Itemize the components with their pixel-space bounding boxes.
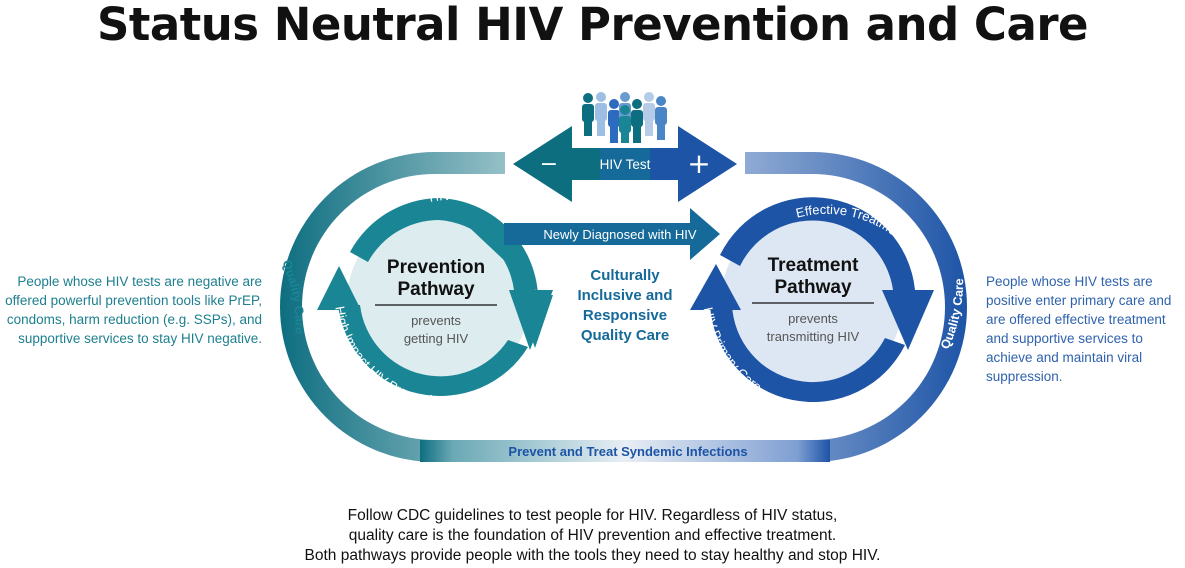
footer-line-2: quality care is the foundation of HIV pr… (348, 527, 837, 544)
bottom-band-label: Prevent and Treat Syndemic Infections (508, 444, 747, 459)
footer-line-1: Follow CDC guidelines to test people for… (347, 507, 838, 524)
hiv-test-label: HIV Test (600, 157, 651, 172)
arrow-icon (690, 264, 741, 310)
newly-diagnosed-arrow: Newly Diagnosed with HIV (504, 208, 720, 260)
newly-diagnosed-label: Newly Diagnosed with HIV (543, 227, 697, 242)
prevention-title-line-1: Prevention (387, 257, 485, 278)
prevention-title-line-2: Pathway (397, 279, 475, 300)
arrow-icon (882, 290, 934, 350)
prevention-sub-line-1: prevents (411, 313, 461, 328)
treatment-ring-bottom (710, 305, 905, 403)
plus-icon: + (687, 147, 710, 180)
minus-icon: − (540, 152, 558, 177)
prevention-sub-line-2: getting HIV (404, 331, 469, 346)
treatment-ring-top (720, 197, 915, 290)
right-note: People whose HIV tests are positive ente… (986, 274, 1172, 384)
center-text-line-4: Quality Care (581, 327, 669, 344)
footer-line-3: Both pathways provide people with the to… (304, 547, 881, 564)
center-text: Culturally Inclusive and Responsive Qual… (577, 267, 672, 344)
prevention-inner-circle (347, 210, 529, 392)
page-title: Status Neutral HIV Prevention and Care (96, 0, 1089, 51)
treatment-pathway: Effective Treatment HIV Primary Care Tre… (690, 197, 934, 403)
prevention-ring-bottom (338, 305, 528, 396)
arrow-icon (317, 266, 361, 310)
treatment-title-line-2: Pathway (774, 277, 852, 298)
treatment-sub-line-2: transmitting HIV (767, 329, 860, 344)
prevention-pathway: HIV and STD Testing High Impact HIV Prev… (317, 188, 553, 409)
treatment-inner-circle (721, 210, 903, 392)
arrow-icon (509, 290, 553, 350)
footer: Follow CDC guidelines to test people for… (0, 506, 1185, 566)
center-text-line-1: Culturally (590, 267, 660, 284)
left-note: People whose HIV tests are negative are … (5, 274, 262, 346)
treatment-sub-line-1: prevents (788, 311, 838, 326)
hiv-test-arrow: − + HIV Test (513, 126, 737, 202)
people-group-icon (582, 92, 667, 143)
center-text-line-3: Responsive (583, 307, 667, 324)
bottom-band (420, 440, 830, 462)
center-text-line-2: Inclusive and (577, 287, 672, 304)
treatment-title-line-1: Treatment (768, 255, 859, 276)
